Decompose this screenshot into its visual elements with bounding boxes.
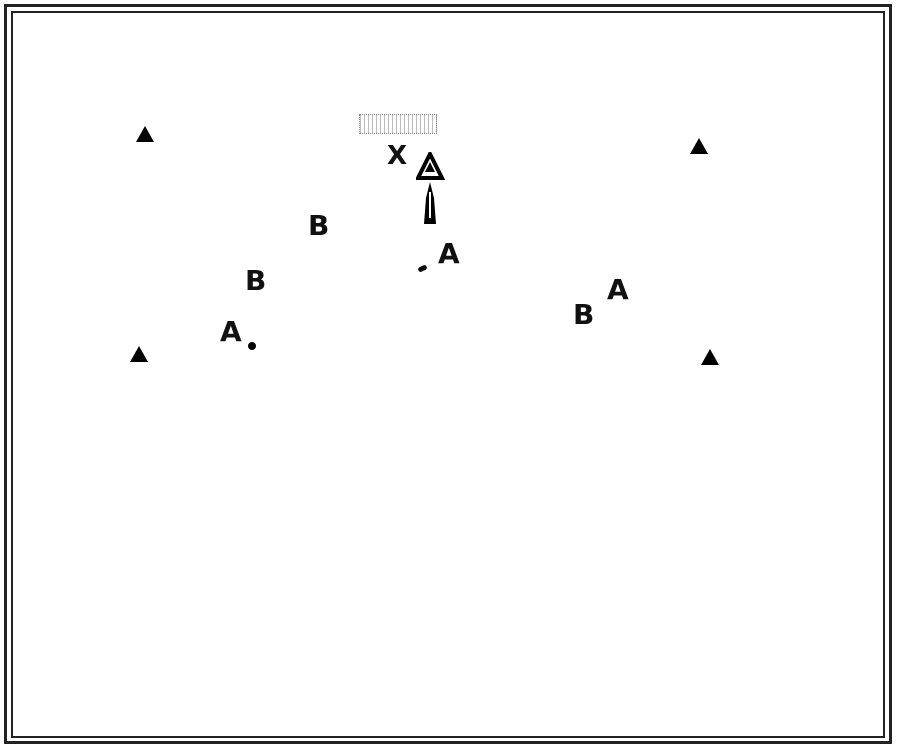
- mini-goal-icon: [359, 114, 437, 134]
- player-label: B: [573, 298, 595, 331]
- player-label: B: [308, 209, 330, 242]
- player-label: A: [220, 315, 242, 348]
- player-label: A: [607, 273, 629, 306]
- cone-top-left-icon: [136, 126, 154, 142]
- coach-marker: X: [387, 141, 408, 171]
- cone-top-right-icon: [690, 138, 708, 154]
- cone-bottom-left-icon: [130, 346, 148, 362]
- diagram-outer-border: [4, 4, 892, 744]
- triangle-player-icon: [416, 152, 446, 224]
- diagram-inner-border: [11, 11, 885, 738]
- ball-icon: [248, 342, 256, 350]
- player-label: A: [438, 237, 460, 270]
- cone-bottom-right-icon: [701, 349, 719, 365]
- player-label: B: [245, 264, 267, 297]
